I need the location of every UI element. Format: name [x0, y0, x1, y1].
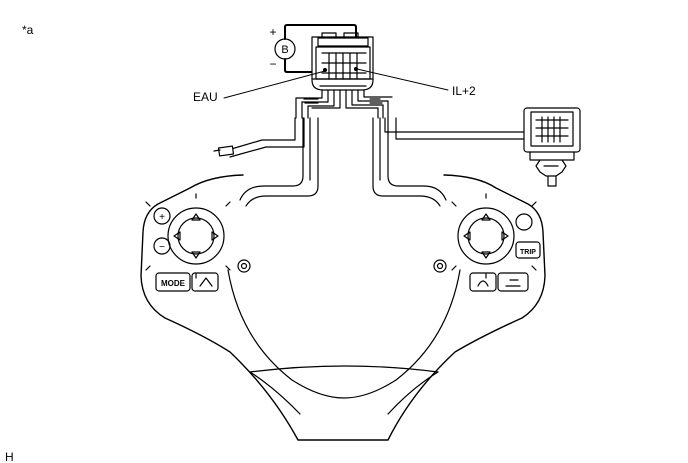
eau-leader: [223, 70, 326, 99]
negative-lead: [284, 58, 326, 73]
minus-sign: −: [269, 57, 276, 71]
svg-text:−: −: [159, 242, 165, 253]
steering-pad: [140, 174, 546, 441]
mode-switch-label: MODE: [161, 279, 186, 288]
left-switch-cluster: + − MODE: [145, 193, 231, 292]
figure-code: H: [5, 450, 14, 463]
side-connector: [523, 107, 581, 187]
left-harness: [213, 117, 319, 207]
main-connector: [223, 32, 449, 99]
il2-label: IL+2: [452, 84, 476, 98]
trip-switch-label: TRIP: [520, 249, 536, 256]
il2-leader: [356, 68, 449, 91]
test-circuit: B + −: [269, 24, 357, 73]
battery-label: B: [281, 44, 288, 56]
wire-bundle: [295, 89, 393, 119]
left-mount-hole: [237, 259, 251, 273]
pad-inner-trim: [227, 269, 461, 399]
positive-lead: [284, 24, 357, 68]
view-marker: *a: [22, 23, 34, 37]
ground-terminal: [217, 145, 235, 157]
svg-text:+: +: [159, 212, 165, 223]
plus-sign: +: [269, 25, 276, 39]
right-mount-hole: [433, 259, 447, 273]
right-switch-cluster: TRIP: [451, 193, 541, 292]
eau-label: EAU: [193, 90, 218, 104]
right-harness: [372, 117, 525, 207]
pad-outline: [140, 174, 546, 441]
